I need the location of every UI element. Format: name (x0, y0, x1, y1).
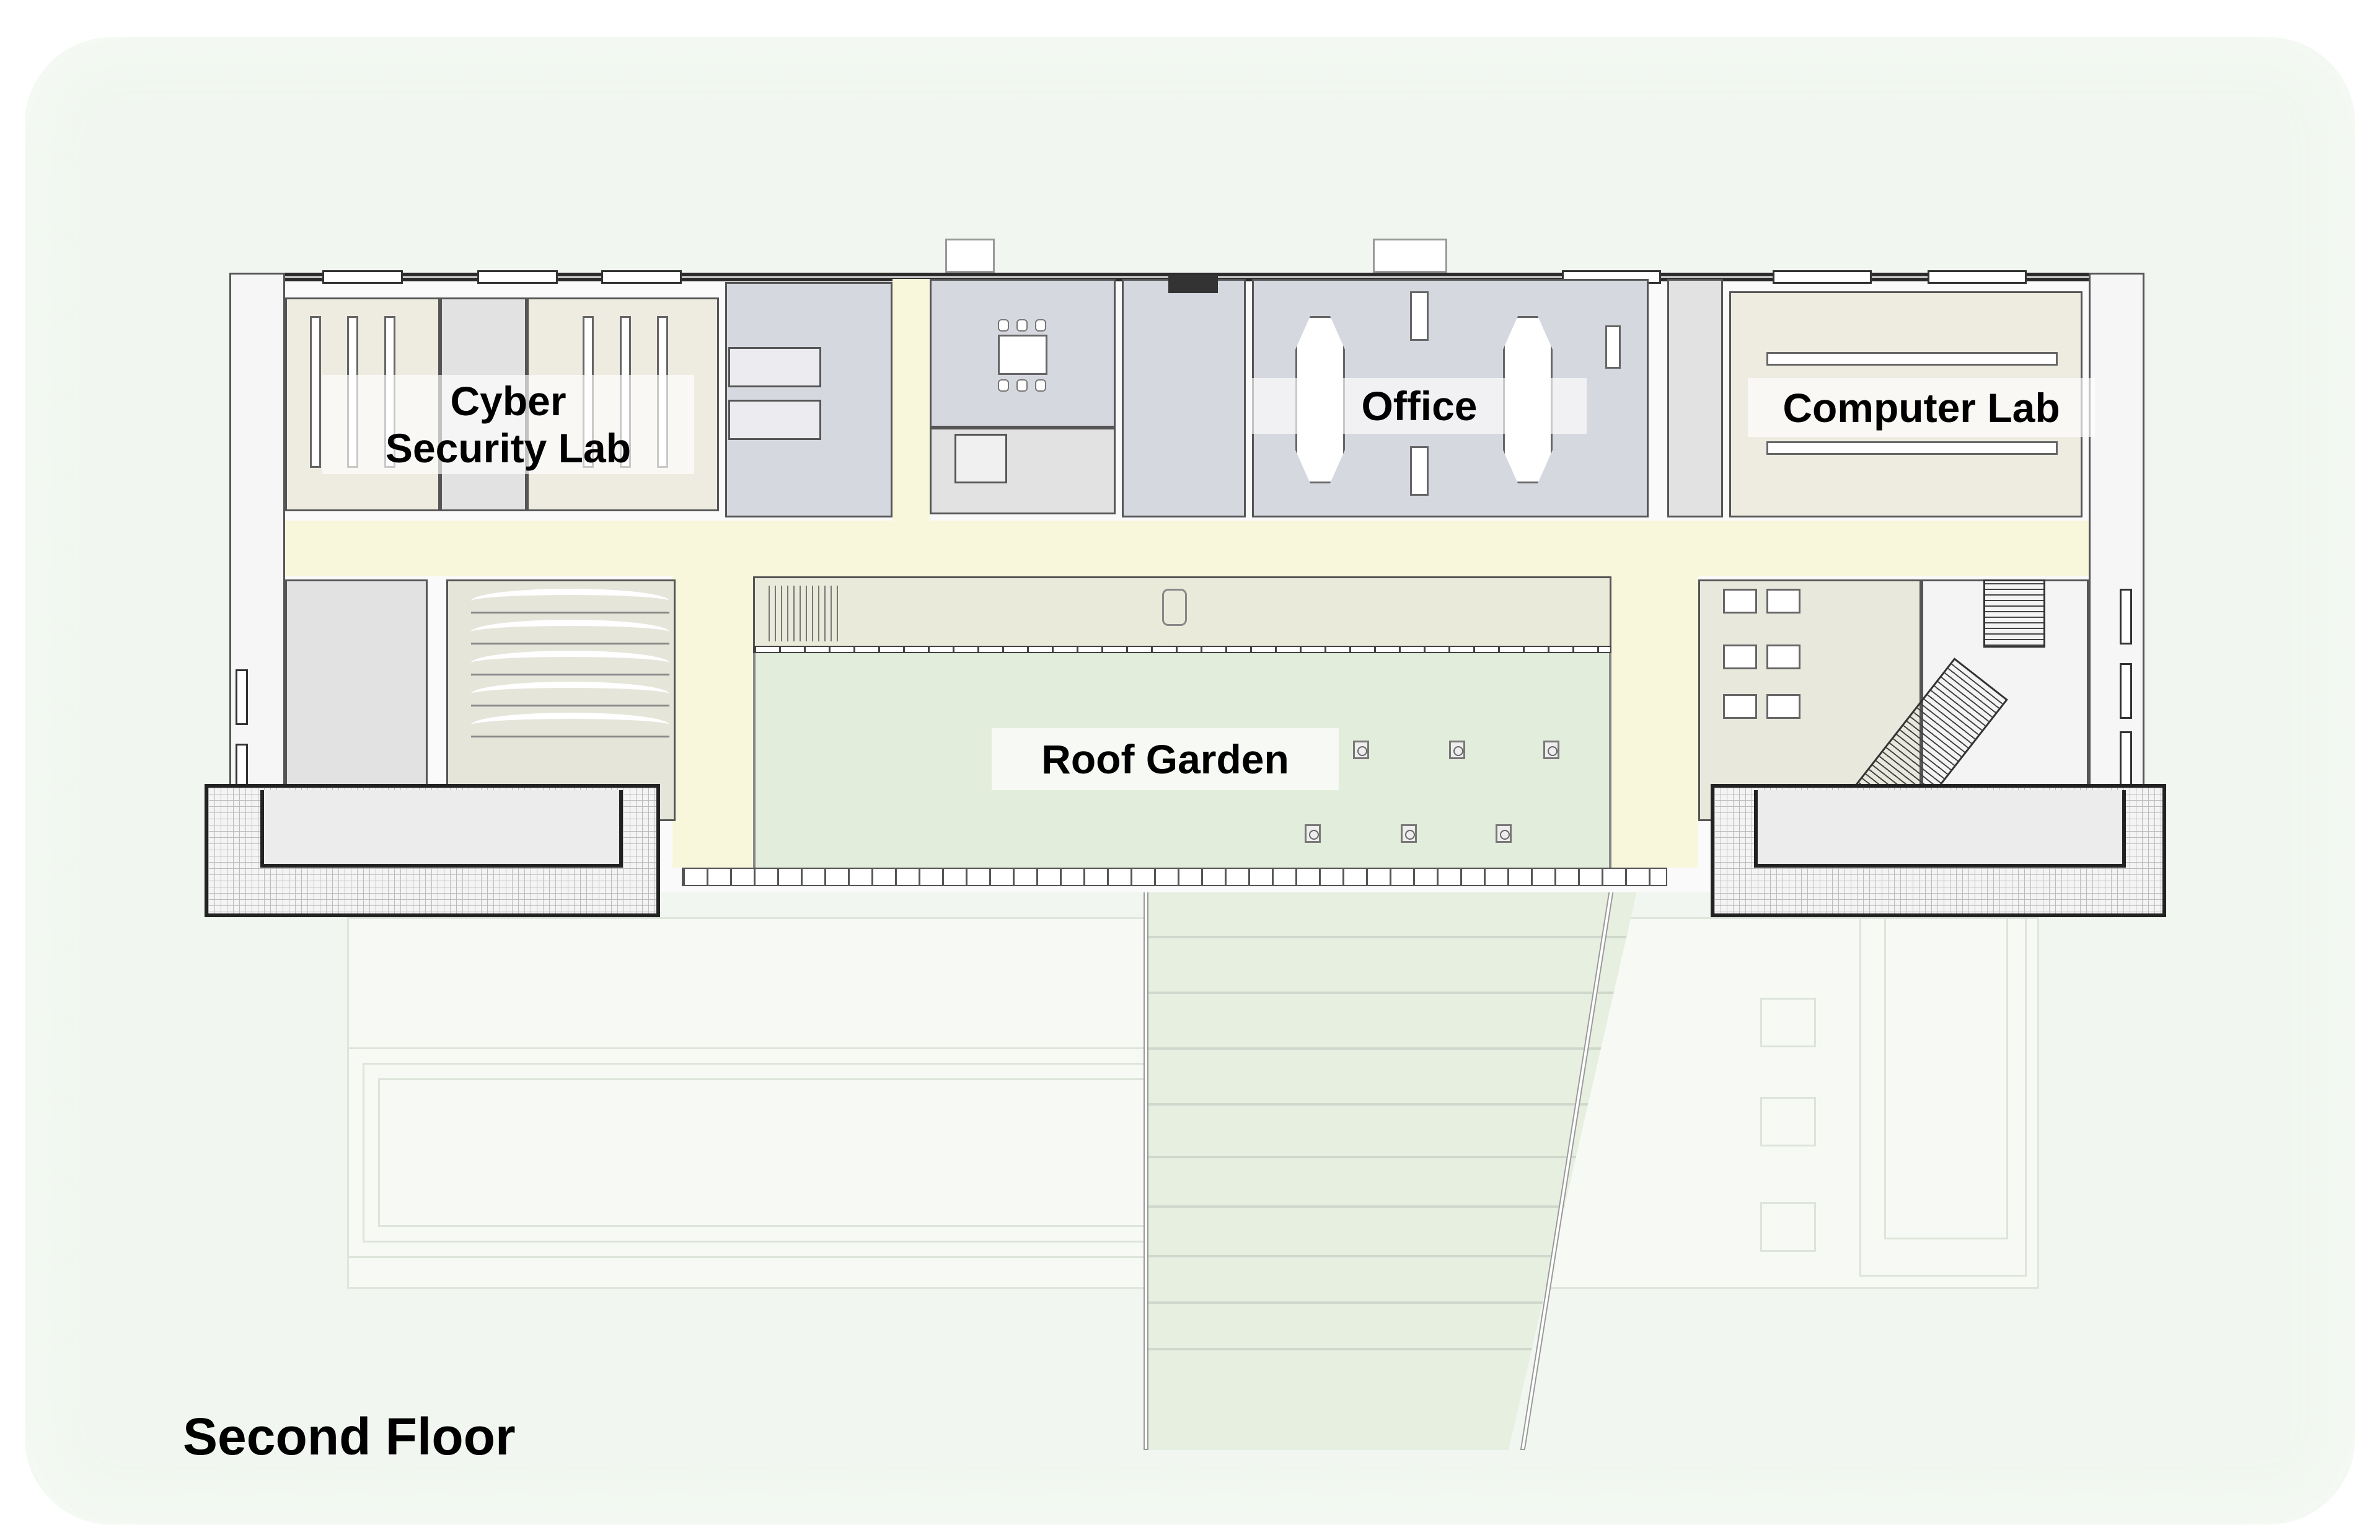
corridor-west-wing (672, 576, 753, 868)
corridor (285, 521, 2089, 576)
chair (998, 379, 1009, 392)
computer-lab-label-box: Computer Lab (1748, 378, 2095, 437)
planter-icon (1353, 741, 1369, 759)
south-railing (682, 868, 1667, 886)
seating-row (471, 682, 669, 706)
study-desk (1723, 645, 1757, 669)
roof-garden-label: Roof Garden (1041, 736, 1289, 782)
roof-garden-railing (753, 646, 1611, 653)
window (1928, 270, 2027, 284)
stair-landing (1983, 579, 2045, 648)
chair (998, 319, 1009, 332)
atrium-stair (769, 586, 843, 641)
chair (1016, 379, 1028, 392)
seating-row (471, 620, 669, 645)
cyber-security-lab-label: Cyber Security Lab (385, 378, 632, 471)
east-service-core (1667, 279, 1723, 517)
computer-desk-row (1766, 352, 2058, 366)
lecture-hall-anteroom (285, 579, 428, 821)
seating-row (471, 651, 669, 675)
atrium-door (1162, 589, 1187, 626)
window (2120, 663, 2132, 719)
corridor-east-wing (1611, 576, 1698, 868)
planter-icon (1449, 741, 1465, 759)
chair (1035, 319, 1046, 332)
planter-icon (1543, 741, 1559, 759)
window (477, 270, 558, 284)
window (2120, 731, 2132, 787)
restroom-stalls (728, 347, 821, 387)
study-desk (1766, 645, 1800, 669)
ground-terrace-right-inner (1884, 917, 2008, 1239)
roof-garden-label-box: Roof Garden (992, 728, 1339, 790)
ground-box-2 (1760, 1097, 1816, 1146)
study-desk (1766, 589, 1800, 614)
window (236, 669, 248, 725)
floor-title: Second Floor (183, 1407, 516, 1466)
seating-row (471, 589, 669, 614)
computer-lab-label: Computer Lab (1783, 384, 2060, 431)
meeting-table (998, 335, 1047, 375)
vent-grille (1168, 275, 1218, 293)
east-facade (2089, 273, 2144, 849)
window (236, 744, 248, 787)
computer-desk-row (1766, 441, 2058, 455)
ground-box-3 (1760, 1202, 1816, 1252)
office-label: Office (1361, 383, 1478, 429)
window (1773, 270, 1872, 284)
window (2120, 589, 2132, 645)
east-balcony-floor (1754, 790, 2126, 868)
lab-bench (310, 316, 321, 468)
roof-vent (945, 239, 995, 273)
office-shelf (1605, 325, 1621, 369)
window (601, 270, 682, 284)
chair (1016, 319, 1028, 332)
ground-terrace-left-inner2 (378, 1078, 1153, 1227)
study-desk (1723, 589, 1757, 614)
ground-box-1 (1760, 998, 1816, 1047)
chair (1035, 379, 1046, 392)
corridor-north-spur (892, 279, 930, 527)
elevator-shaft (954, 434, 1007, 483)
roof-vent (1373, 239, 1447, 273)
study-desk (1766, 694, 1800, 719)
cyber-security-lab-label-box: Cyber Security Lab (322, 375, 694, 474)
west-balcony-floor (260, 790, 623, 868)
office-cabinet (1410, 446, 1429, 496)
planter-icon (1401, 824, 1417, 843)
planter-icon (1496, 824, 1512, 843)
restroom-stalls (728, 400, 821, 440)
seating-row (471, 713, 669, 737)
study-desk (1723, 694, 1757, 719)
steps-left-rail (1144, 874, 1148, 1450)
planter-icon (1305, 824, 1321, 843)
office-cabinet (1410, 291, 1429, 341)
window (322, 270, 403, 284)
office-label-box: Office (1252, 378, 1587, 434)
service-shaft (1122, 279, 1246, 517)
